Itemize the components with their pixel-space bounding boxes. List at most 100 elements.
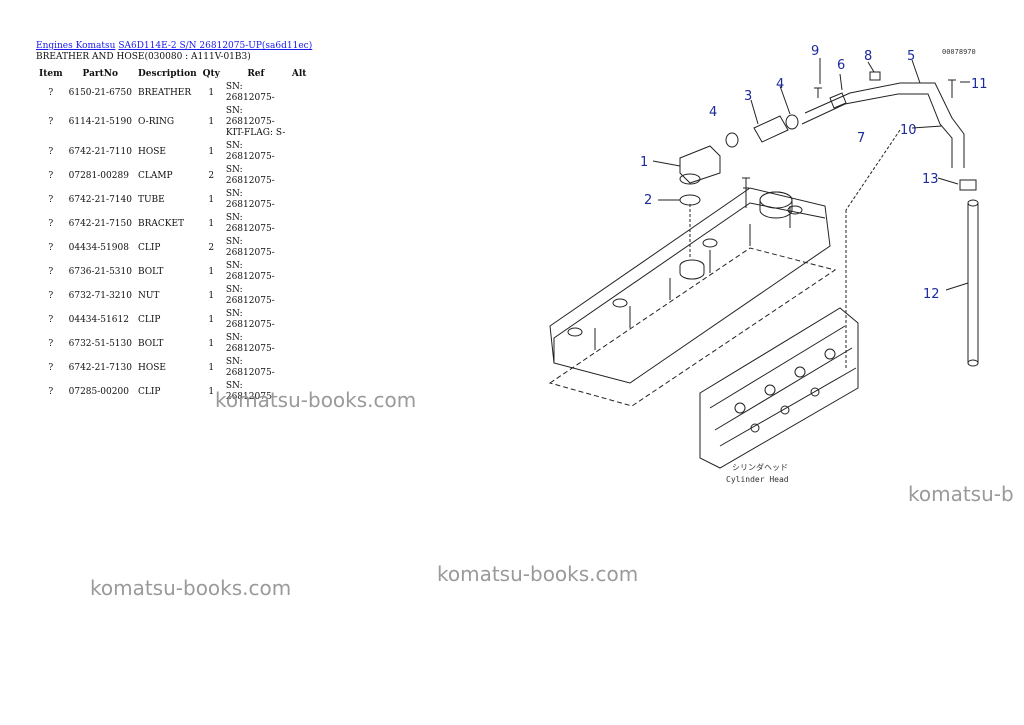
ref-line: SN: 26812075-: [225, 213, 275, 234]
ref-line: SN: 26812075-: [225, 106, 275, 127]
diagram-code: 00078970: [942, 48, 976, 56]
breadcrumb-link-engines[interactable]: Engines Komatsu: [36, 41, 116, 51]
ref-line: SN: 26812075-: [225, 357, 275, 378]
cell-description: HOSE: [137, 146, 166, 157]
cell-partno: 6742-21-7110: [68, 146, 132, 157]
cell-partno: 6736-21-5310: [68, 266, 132, 277]
cell-alt: [289, 105, 310, 140]
cell-partno: 6732-71-3210: [68, 290, 132, 301]
cell-ref: SN: 26812075-: [223, 212, 289, 236]
ref-line: SN: 26812075-: [225, 333, 275, 354]
cell-item: ?: [48, 338, 54, 349]
callout-4: 4: [709, 105, 717, 120]
callout-11: 11: [971, 77, 988, 92]
cell-alt: [289, 284, 310, 308]
col-ref: Ref: [247, 68, 265, 79]
cell-ref: SN: 26812075-: [223, 356, 289, 380]
breather: [679, 145, 721, 184]
cell-qty: 1: [208, 194, 215, 205]
callout-9: 9: [811, 44, 819, 59]
cell-qty: 2: [208, 242, 215, 253]
cell-qty: 1: [208, 266, 215, 277]
cell-item: ?: [48, 218, 54, 229]
cell-alt: [289, 81, 310, 105]
caption-jp: シリンダヘッド: [732, 462, 788, 472]
cell-alt: [289, 140, 310, 164]
cell-qty: 2: [208, 170, 215, 181]
table-row: ? 04434-51908 CLIP 2 SN: 26812075-: [36, 236, 309, 260]
cell-description: NUT: [137, 290, 160, 301]
watermark: komatsu-books.com: [90, 576, 292, 600]
ref-line: SN: 26812075-: [225, 309, 275, 330]
cell-partno: 6742-21-7130: [68, 362, 132, 373]
callout-3: 3: [744, 89, 752, 104]
cell-ref: SN: 26812075-: [223, 188, 289, 212]
gasket: [548, 247, 837, 407]
cell-item: ?: [48, 314, 54, 325]
cell-alt: [289, 236, 310, 260]
cell-item: ?: [48, 117, 54, 127]
cell-description: CLAMP: [137, 170, 173, 181]
ref-line: SN: 26812075-: [225, 82, 275, 103]
breadcrumb: Engines Komatsu SA6D114E-2 S/N 26812075-…: [36, 40, 312, 52]
ref-line: SN: 26812075-: [225, 261, 275, 282]
tube: [801, 82, 965, 168]
cell-ref: SN: 26812075-: [223, 380, 289, 404]
rocker-cover: [549, 187, 831, 384]
cell-ref: SN: 26812075-: [223, 260, 289, 284]
cell-description: BREATHER: [137, 87, 192, 98]
cell-item: ?: [48, 362, 54, 373]
table-row: ? 6732-71-3210 NUT 1 SN: 26812075-: [36, 284, 309, 308]
col-item: Item: [39, 68, 63, 79]
cell-ref: SN: 26812075-: [223, 164, 289, 188]
breadcrumb-link-model[interactable]: SA6D114E-2 S/N 26812075-UP(sa6d11ec): [118, 41, 313, 51]
ref-line: SN: 26812075-: [225, 381, 275, 402]
parts-table: Item PartNo Description Qty Ref Alt ? 615…: [36, 66, 309, 404]
ref-line: SN: 26812075-: [225, 189, 275, 210]
cell-partno: 6742-21-7150: [68, 218, 132, 229]
cell-item: ?: [48, 146, 54, 157]
cell-qty: 1: [208, 290, 215, 301]
cylinder-head: [699, 307, 859, 469]
ref-line: SN: 26812075-: [225, 237, 275, 258]
cell-partno: 6150-21-6750: [68, 87, 132, 98]
cell-item: ?: [48, 194, 54, 205]
col-qty: Qty: [202, 68, 220, 79]
cell-qty: 1: [208, 362, 215, 373]
cell-partno: 04434-51612: [68, 314, 129, 325]
cell-item: ?: [48, 290, 54, 301]
cell-item: ?: [48, 242, 54, 253]
cell-description: CLIP: [137, 242, 161, 253]
callout-13: 13: [922, 172, 939, 187]
callout-12: 12: [923, 287, 940, 302]
cell-alt: [289, 260, 310, 284]
cell-alt: [289, 356, 310, 380]
table-header-row: Item PartNo Description Qty Ref Alt: [36, 66, 309, 81]
cell-description: BRACKET: [137, 218, 185, 229]
callout-2: 2: [644, 193, 652, 208]
cell-partno: 04434-51908: [68, 242, 129, 253]
cell-ref: SN: 26812075-: [223, 284, 289, 308]
callout-8: 8: [864, 49, 872, 64]
cell-partno: 6732-51-5130: [68, 338, 132, 349]
callout-1: 1: [640, 155, 648, 170]
cell-ref: SN: 26812075-: [223, 81, 289, 105]
ref-line: SN: 26812075-: [225, 285, 275, 306]
col-description: Description: [137, 68, 197, 79]
cell-description: BOLT: [137, 266, 164, 277]
col-alt: Alt: [291, 68, 307, 79]
ref-line: SN: 26812075-: [225, 141, 275, 162]
cell-qty: 1: [208, 314, 215, 325]
hose: [753, 115, 789, 143]
cell-ref: SN: 26812075-: [223, 332, 289, 356]
watermark: komatsu-b: [908, 482, 1014, 506]
